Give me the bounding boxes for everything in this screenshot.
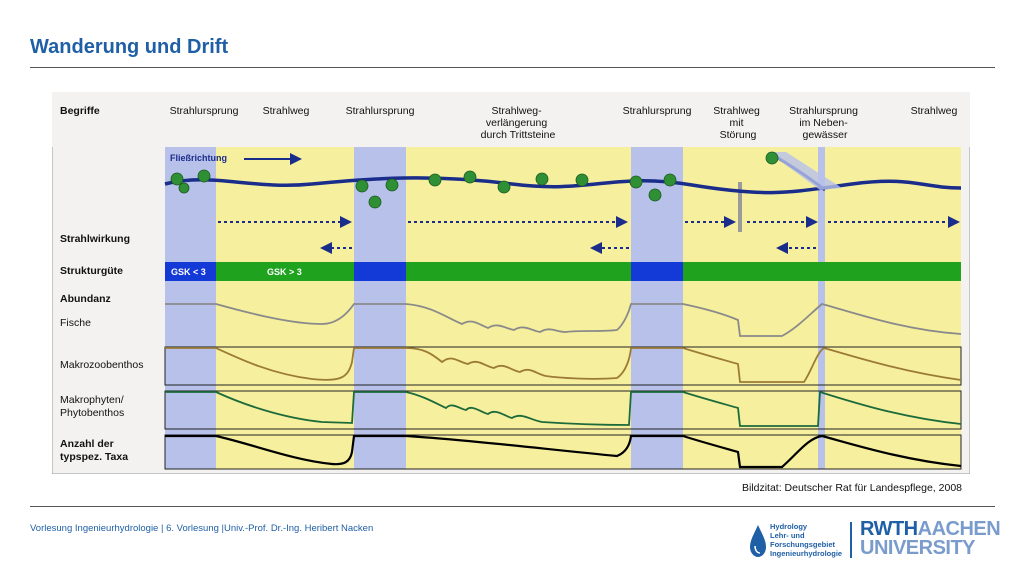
- plot-frames: [164, 346, 962, 470]
- curve-fische: [165, 303, 962, 337]
- gsk-high-label: GSK > 3: [267, 267, 302, 277]
- curve-makrozoo: [165, 347, 962, 383]
- disturbance-bar: [738, 182, 742, 232]
- tributary-highlight: [768, 152, 842, 190]
- header-strahlursprung-1: Strahlursprung: [170, 105, 239, 117]
- header-trittsteine: Strahlweg- verlängerung durch Trittstein…: [481, 105, 556, 141]
- strukturguete-band: [165, 262, 961, 281]
- header-strahlweg-2: Strahlweg: [911, 105, 958, 117]
- title-divider: [30, 67, 995, 68]
- header-nebengewaesser: Strahlursprung im Neben- gewässer: [789, 105, 861, 141]
- plant-icons: [170, 151, 779, 209]
- hydrology-logo-text: Hydrology Lehr- und Forschungsgebiet Ing…: [770, 522, 843, 558]
- row-label-makrozoo: Makrozoobenthos: [60, 359, 143, 371]
- logo-divider: [850, 522, 852, 558]
- row-label-taxa-2: typspez. Taxa: [60, 451, 128, 463]
- source-zone-2: [354, 147, 406, 469]
- row-label-makrophyten-2: Phytobenthos: [60, 407, 124, 419]
- header-band: [52, 92, 970, 147]
- header-stoerung: Strahlweg mit Störung: [713, 105, 763, 141]
- footer-divider: [30, 506, 995, 507]
- header-strahlursprung-2: Strahlursprung: [346, 105, 415, 117]
- yellow-zones: [165, 147, 961, 469]
- image-credit: Bildzitat: Deutscher Rat für Landespfleg…: [741, 482, 962, 494]
- rwth-logo: RWTHAACHEN UNIVERSITY: [860, 518, 1001, 559]
- row-label-taxa-1: Anzahl der: [60, 438, 114, 450]
- water-drop-icon: [750, 525, 766, 557]
- flow-label: Fließrichtung: [170, 153, 227, 163]
- stream-diagram: Begriffe Strahlwirkung Strukturgüte Abun…: [52, 92, 970, 474]
- curve-taxa: [165, 434, 962, 469]
- slide-title: Wanderung und Drift: [30, 36, 229, 58]
- footer-text: Vorlesung Ingenieurhydrologie | 6. Vorle…: [30, 523, 374, 534]
- strahlwirkung-arrows: [218, 216, 960, 254]
- row-label-fische: Fische: [60, 317, 91, 329]
- row-label-strukturguete: Strukturgüte: [60, 265, 123, 277]
- row-label-makrophyten-1: Makrophyten/: [60, 394, 124, 406]
- row-label-strahlwirkung: Strahlwirkung: [60, 233, 130, 245]
- source-zone-1: [165, 147, 216, 469]
- header-strahlursprung-3: Strahlursprung: [623, 105, 692, 117]
- row-label-begriffe: Begriffe: [60, 105, 100, 117]
- row-label-abundanz: Abundanz: [60, 293, 111, 305]
- header-strahlweg-1: Strahlweg: [263, 105, 310, 117]
- gsk-low-label: GSK < 3: [171, 267, 206, 277]
- curve-makrophyten: [165, 390, 962, 427]
- tributary-zone: [818, 147, 825, 469]
